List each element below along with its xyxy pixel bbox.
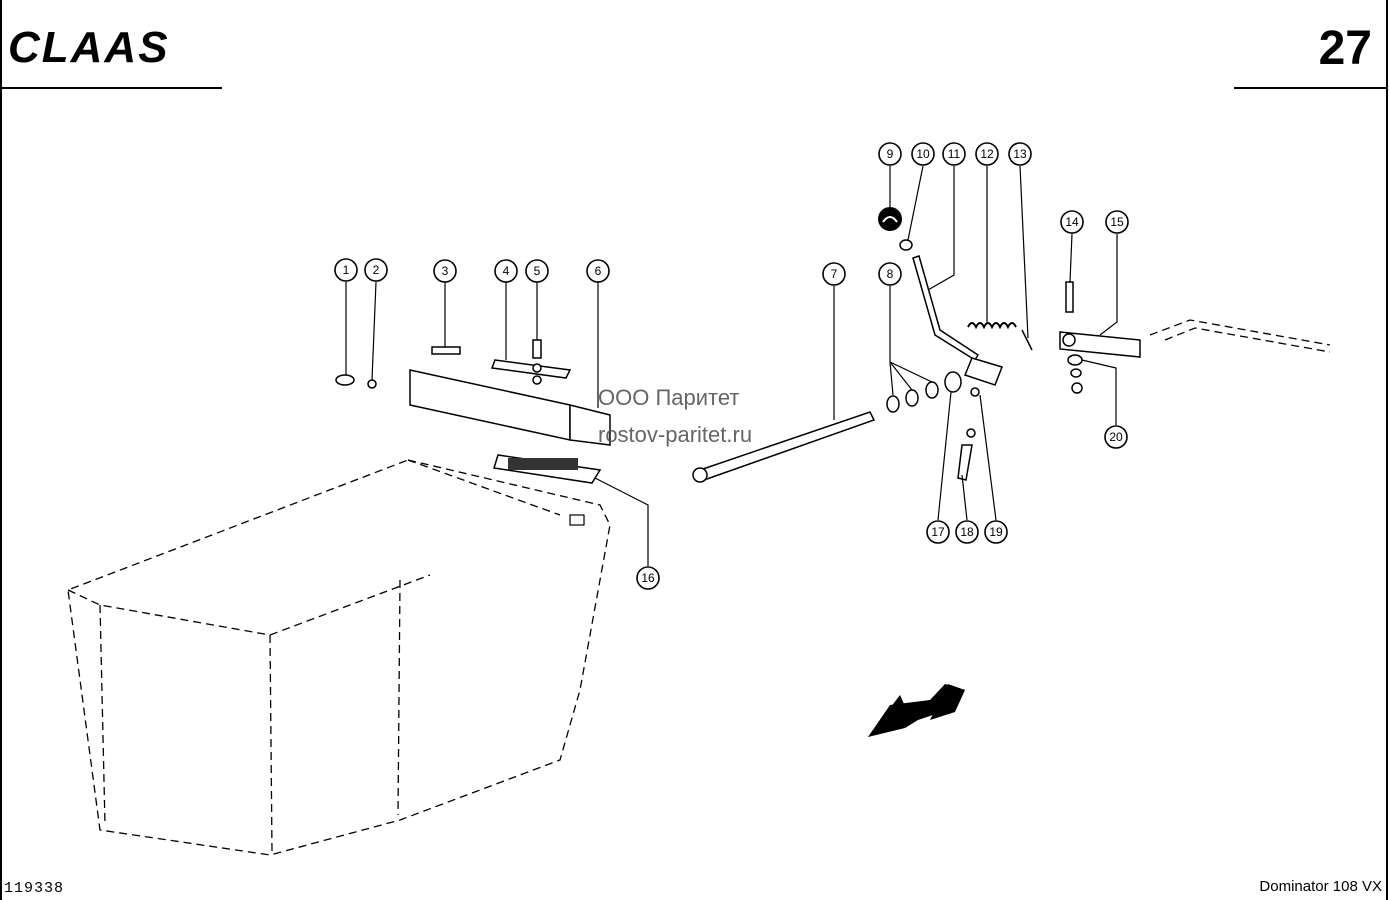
- lever-assembly: [878, 207, 1033, 481]
- svg-text:14: 14: [1065, 215, 1079, 229]
- svg-text:12: 12: [980, 147, 994, 161]
- callout-5: 5: [525, 259, 549, 283]
- callout-6: 6: [586, 259, 610, 283]
- tank-outline: [67, 459, 611, 856]
- svg-text:13: 13: [1013, 147, 1027, 161]
- callout-12: 12: [975, 142, 999, 166]
- watermark-company: ООО Паритет: [598, 385, 739, 410]
- svg-text:18: 18: [960, 525, 974, 539]
- svg-text:19: 19: [989, 525, 1003, 539]
- callout-15: 15: [1105, 210, 1129, 234]
- callout-9: 9: [878, 142, 902, 166]
- svg-text:4: 4: [503, 264, 510, 278]
- svg-text:10: 10: [916, 147, 930, 161]
- bracket-assembly: [335, 339, 611, 484]
- svg-text:6: 6: [595, 264, 602, 278]
- callout-8: 8: [878, 262, 902, 286]
- svg-text:11: 11: [948, 147, 961, 161]
- arrow-down-left-icon: [868, 684, 965, 737]
- callout-7: 7: [822, 262, 846, 286]
- svg-text:20: 20: [1109, 430, 1123, 444]
- plate-assembly: [1059, 281, 1331, 394]
- callouts: 1 2 3 4 5 6 7 8 9 10 11 12 13 14 15 16 1…: [334, 142, 1129, 590]
- svg-text:5: 5: [534, 264, 541, 278]
- callout-2: 2: [364, 258, 388, 282]
- svg-text:3: 3: [442, 264, 449, 278]
- callout-17: 17: [926, 520, 950, 544]
- watermark-url: rostov-paritet.ru: [598, 422, 752, 447]
- callout-10: 10: [911, 142, 935, 166]
- callout-14: 14: [1060, 210, 1084, 234]
- svg-text:2: 2: [373, 263, 380, 277]
- svg-text:15: 15: [1110, 215, 1124, 229]
- callout-20: 20: [1104, 425, 1128, 449]
- brand-logo: CLAAS: [8, 23, 170, 72]
- callout-3: 3: [433, 259, 457, 283]
- svg-text:7: 7: [831, 267, 838, 281]
- svg-text:17: 17: [931, 525, 945, 539]
- callout-4: 4: [494, 259, 518, 283]
- svg-text:16: 16: [641, 571, 655, 585]
- svg-text:9: 9: [887, 147, 894, 161]
- svg-text:8: 8: [887, 267, 894, 281]
- page-number: 27: [1319, 22, 1372, 75]
- callout-16: 16: [636, 566, 660, 590]
- callout-1: 1: [334, 258, 358, 282]
- leader-lines: [345, 165, 1118, 566]
- callout-11: 11: [942, 142, 966, 166]
- drawing-number: 119338: [4, 880, 64, 897]
- callout-18: 18: [955, 520, 979, 544]
- callout-13: 13: [1008, 142, 1032, 166]
- svg-text:1: 1: [343, 263, 350, 277]
- model-name: Dominator 108 VX: [1259, 878, 1382, 895]
- shaft: [692, 411, 876, 483]
- callout-19: 19: [984, 520, 1008, 544]
